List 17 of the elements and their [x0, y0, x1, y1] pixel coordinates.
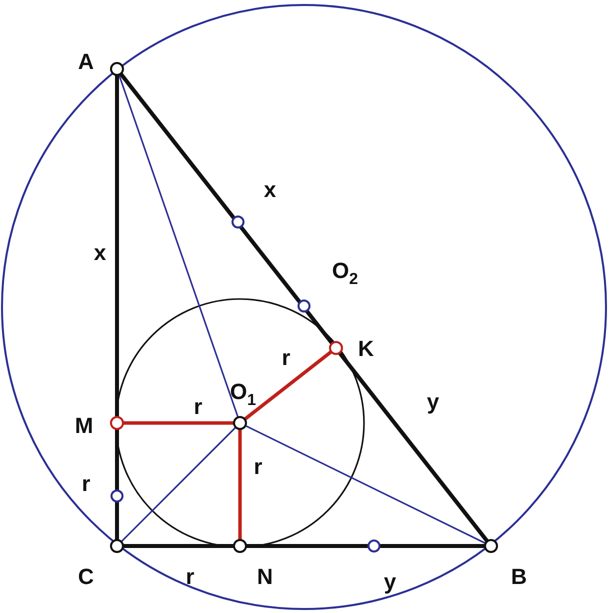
- point-label: y: [426, 391, 440, 413]
- point-label: y: [384, 571, 396, 593]
- point-label: B: [511, 566, 527, 588]
- point-label: O$_{2}$: [332, 260, 358, 282]
- point-label: C: [78, 566, 94, 588]
- point-label: A: [78, 51, 94, 73]
- point-label: r: [82, 473, 90, 495]
- point-label: r: [194, 396, 202, 418]
- point-label: r: [282, 347, 290, 369]
- point-label: r: [186, 566, 194, 588]
- point-label: N: [257, 566, 273, 588]
- point-label: O$_{1}$: [230, 381, 256, 403]
- point-label: K: [358, 338, 374, 360]
- point-label: r: [254, 456, 262, 478]
- point-label: M: [74, 415, 94, 437]
- point-label: x: [94, 242, 106, 264]
- point-label: x: [264, 179, 276, 201]
